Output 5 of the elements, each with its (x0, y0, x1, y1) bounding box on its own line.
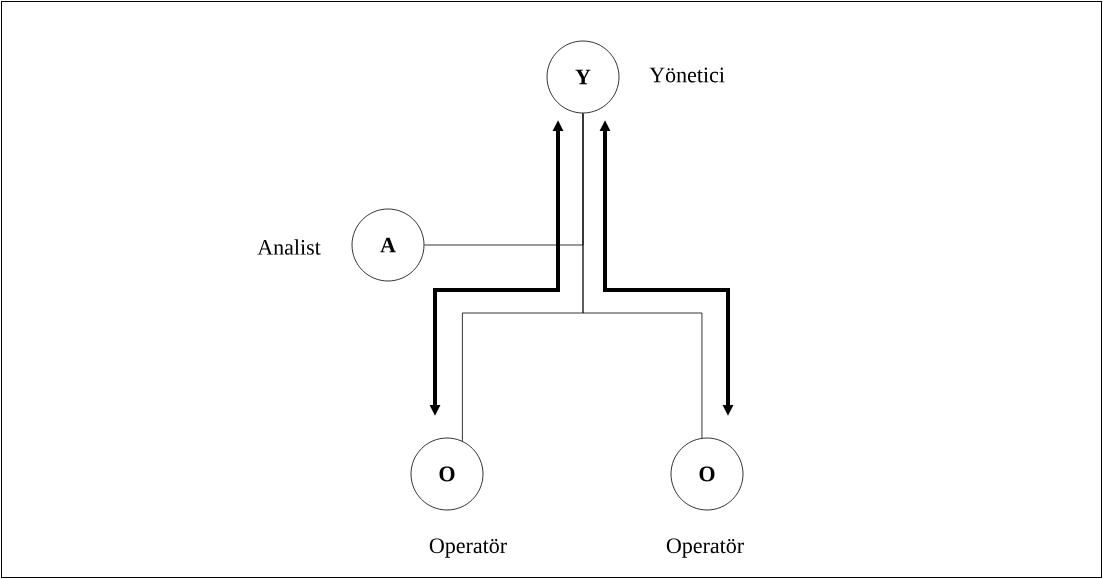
connector-line (582, 113, 703, 439)
role-label: Analist (257, 239, 321, 255)
role-label: Operatör (429, 538, 507, 558)
role-label: Yönetici (649, 67, 725, 83)
role-label: Operatör (666, 538, 744, 558)
